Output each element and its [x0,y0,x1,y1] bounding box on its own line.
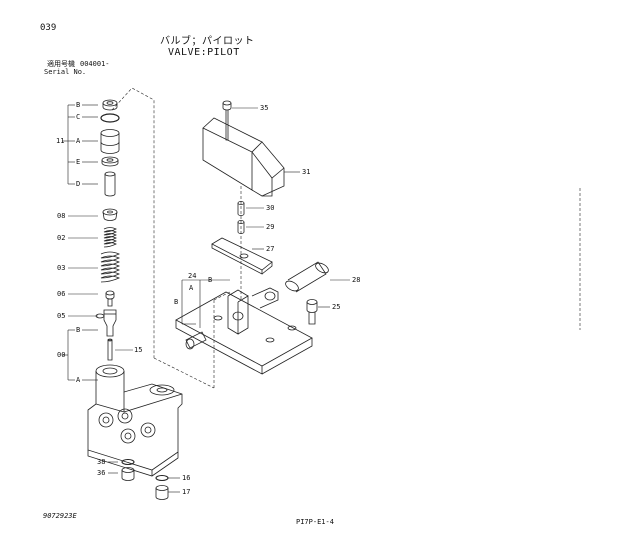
label-28: 28 [352,276,361,284]
label-31: 31 [302,168,311,176]
spool-05 [95,298,117,337]
label-24: 24 [188,272,197,280]
label-06: 06 [57,290,66,298]
label-29: 29 [266,223,275,231]
title-english: VALVE:PILOT [168,47,240,58]
washer-06 [105,290,115,300]
spring-seat-08 [102,208,118,221]
bolt-35 [222,100,258,141]
page-number: 039 [40,23,57,33]
label-05: 05 [57,312,66,320]
seal-ring-b [102,99,118,111]
label-17: 17 [182,488,191,496]
label-15: 15 [134,346,143,354]
sublabel-b-right: B [208,276,213,284]
pin-29 [237,220,264,234]
label-16: 16 [182,474,191,482]
label-11: 11 [56,137,65,145]
spool-b-small [107,338,113,361]
label-38: 38 [97,458,106,466]
label-35: 35 [260,104,269,112]
title-japanese: バルブ；パイロット [160,36,255,47]
plug-a [100,129,120,154]
cam-27 [211,237,273,275]
sublabel-b-vertical: B [174,298,179,306]
label-27: 27 [266,245,275,253]
sublabel-e: E [76,158,81,166]
cover-31 [202,117,300,197]
left-bracket [62,104,180,493]
label-02: 02 [57,234,66,242]
plug-36 [121,467,135,481]
washer-e [101,156,119,167]
pusher-d [104,171,116,197]
sublabel-b-mid: B [76,326,81,334]
label-36: 36 [97,469,106,477]
applicable-models-label: 適用号機 [47,60,75,68]
label-00: 00 [57,351,66,359]
sublabel-b-top: B [76,101,81,109]
label-08: 08 [57,212,66,220]
valve-body [87,364,183,477]
spring-03 [100,251,120,283]
sublabel-a-mid: A [76,376,81,384]
drawing-number: 9072923E [43,512,77,520]
sublabel-a-top: A [76,137,81,145]
sublabel-a-right: A [189,284,194,292]
o-ring-38 [121,458,135,466]
figure-code: PI7P-E1-4 [296,518,334,526]
applicable-models-value: 004001- [80,60,110,68]
pin-30 [237,201,264,216]
label-03: 03 [57,264,66,272]
sublabel-c: C [76,113,81,121]
plate-24 [175,287,313,375]
right-bracket [181,279,230,328]
o-ring-16 [155,474,169,482]
sublabel-d: D [76,180,81,188]
shaft-28 [285,261,350,293]
serial-number-label: Serial No. [44,68,87,76]
spring-02 [103,227,117,248]
dashed-guide-lines [111,87,581,389]
label-25: 25 [332,303,341,311]
bolt-25 [306,299,330,325]
label-30: 30 [266,204,275,212]
plug-17 [155,485,169,500]
o-ring-c [100,113,120,123]
